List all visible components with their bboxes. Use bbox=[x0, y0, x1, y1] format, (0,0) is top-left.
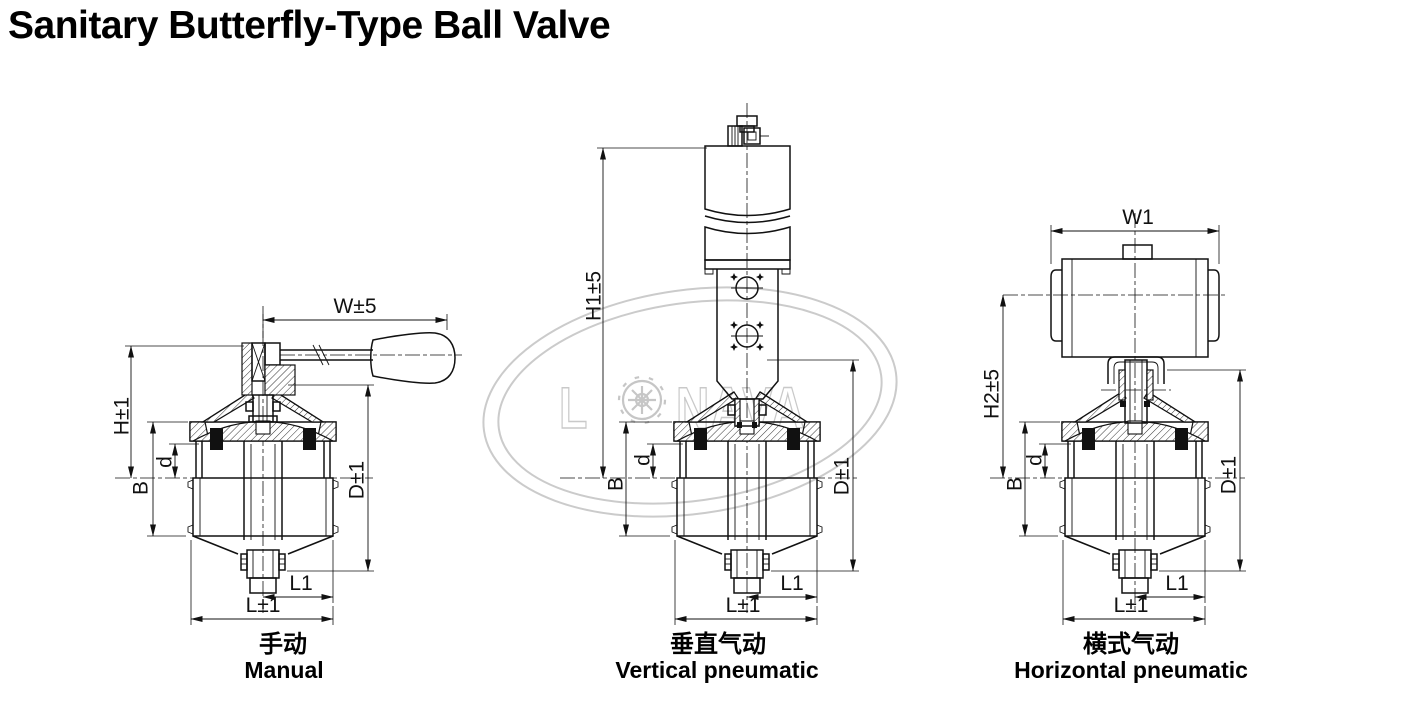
dimension-l: L±1 bbox=[674, 540, 818, 625]
page-title: Sanitary Butterfly-Type Ball Valve bbox=[8, 4, 611, 47]
dimension-l1: L1 bbox=[746, 540, 818, 603]
dimension-dia: D±1 bbox=[767, 359, 859, 572]
dim-label-l: L±1 bbox=[246, 594, 281, 617]
dimension-h: H2±5 bbox=[981, 294, 1006, 479]
watermark-ellipse-inner bbox=[497, 299, 883, 505]
dim-label-l1: L1 bbox=[780, 572, 803, 595]
handle-grip bbox=[370, 332, 456, 384]
dim-label-h: H1±5 bbox=[583, 271, 606, 321]
dim-label-h: H2±5 bbox=[981, 369, 1004, 419]
watermark-ellipse-outer bbox=[482, 286, 898, 518]
caption-zh: 垂直气动 bbox=[670, 630, 766, 658]
watermark-gear-icon bbox=[617, 375, 667, 425]
dim-label-l1: L1 bbox=[289, 572, 312, 595]
dim-label-dia: D±1 bbox=[346, 461, 369, 499]
caption-en: Vertical pneumatic bbox=[615, 657, 818, 683]
dimension-l: L±1 bbox=[190, 540, 334, 625]
dimension-w: W1 bbox=[1050, 206, 1220, 264]
dim-label-d: d bbox=[154, 456, 177, 468]
dimension-d: d bbox=[154, 443, 199, 479]
dim-label-dia: D±1 bbox=[1218, 456, 1241, 494]
dimension-dia: D±1 bbox=[1159, 369, 1246, 572]
dim-label-l: L±1 bbox=[726, 594, 761, 617]
dimension-l1: L1 bbox=[262, 540, 334, 603]
caption-zh: 手动 bbox=[259, 630, 307, 658]
caption-en: Horizontal pneumatic bbox=[1014, 657, 1248, 683]
dim-label-w: W1 bbox=[1122, 206, 1154, 229]
dim-label-h: H±1 bbox=[111, 397, 134, 435]
stem-assembly bbox=[1118, 359, 1154, 424]
dimension-d: d bbox=[632, 443, 683, 479]
watermark: L NAVA bbox=[482, 286, 898, 518]
dimension-h: H±1 bbox=[111, 345, 244, 479]
dim-label-w: W±5 bbox=[333, 295, 376, 318]
dim-label-b: B bbox=[605, 477, 628, 491]
manual-handle-mechanism bbox=[241, 342, 296, 423]
dim-label-l: L±1 bbox=[1114, 594, 1149, 617]
vertical-actuator bbox=[704, 145, 791, 275]
dim-label-b: B bbox=[1004, 477, 1027, 491]
caption-zh: 横式气动 bbox=[1083, 630, 1179, 658]
dimension-l: L±1 bbox=[1062, 540, 1206, 625]
dim-label-d: d bbox=[632, 454, 655, 466]
solenoid-fitting bbox=[727, 115, 769, 147]
dimension-b: B bbox=[605, 421, 672, 537]
dimension-h: H1±5 bbox=[583, 147, 707, 479]
dim-label-d: d bbox=[1024, 454, 1047, 466]
caption-en: Manual bbox=[244, 657, 323, 683]
dimension-d: d bbox=[1024, 443, 1071, 479]
dimension-w: W±5 bbox=[262, 295, 448, 338]
mounting-bracket bbox=[1101, 356, 1171, 391]
dimension-l1: L1 bbox=[1134, 540, 1206, 603]
horizontal-pneumatic-valve-drawing: W1 H2±5 B d D±1 L1 bbox=[981, 206, 1249, 683]
watermark-letter-l: L bbox=[559, 376, 589, 441]
dim-label-l1: L1 bbox=[1165, 572, 1188, 595]
dimension-b: B bbox=[130, 421, 188, 537]
dimension-b: B bbox=[1004, 421, 1060, 537]
dim-label-b: B bbox=[130, 481, 153, 495]
manual-valve-drawing: W±5 H±1 B d D±1 L1 bbox=[111, 295, 462, 683]
stem-assembly bbox=[727, 398, 767, 428]
dim-label-dia: D±1 bbox=[831, 457, 854, 495]
vertical-pneumatic-valve-drawing: H1±5 B d D±1 L1 L±1 bbox=[560, 103, 859, 683]
manual-handle bbox=[280, 332, 462, 384]
dimension-dia: D±1 bbox=[287, 384, 374, 572]
